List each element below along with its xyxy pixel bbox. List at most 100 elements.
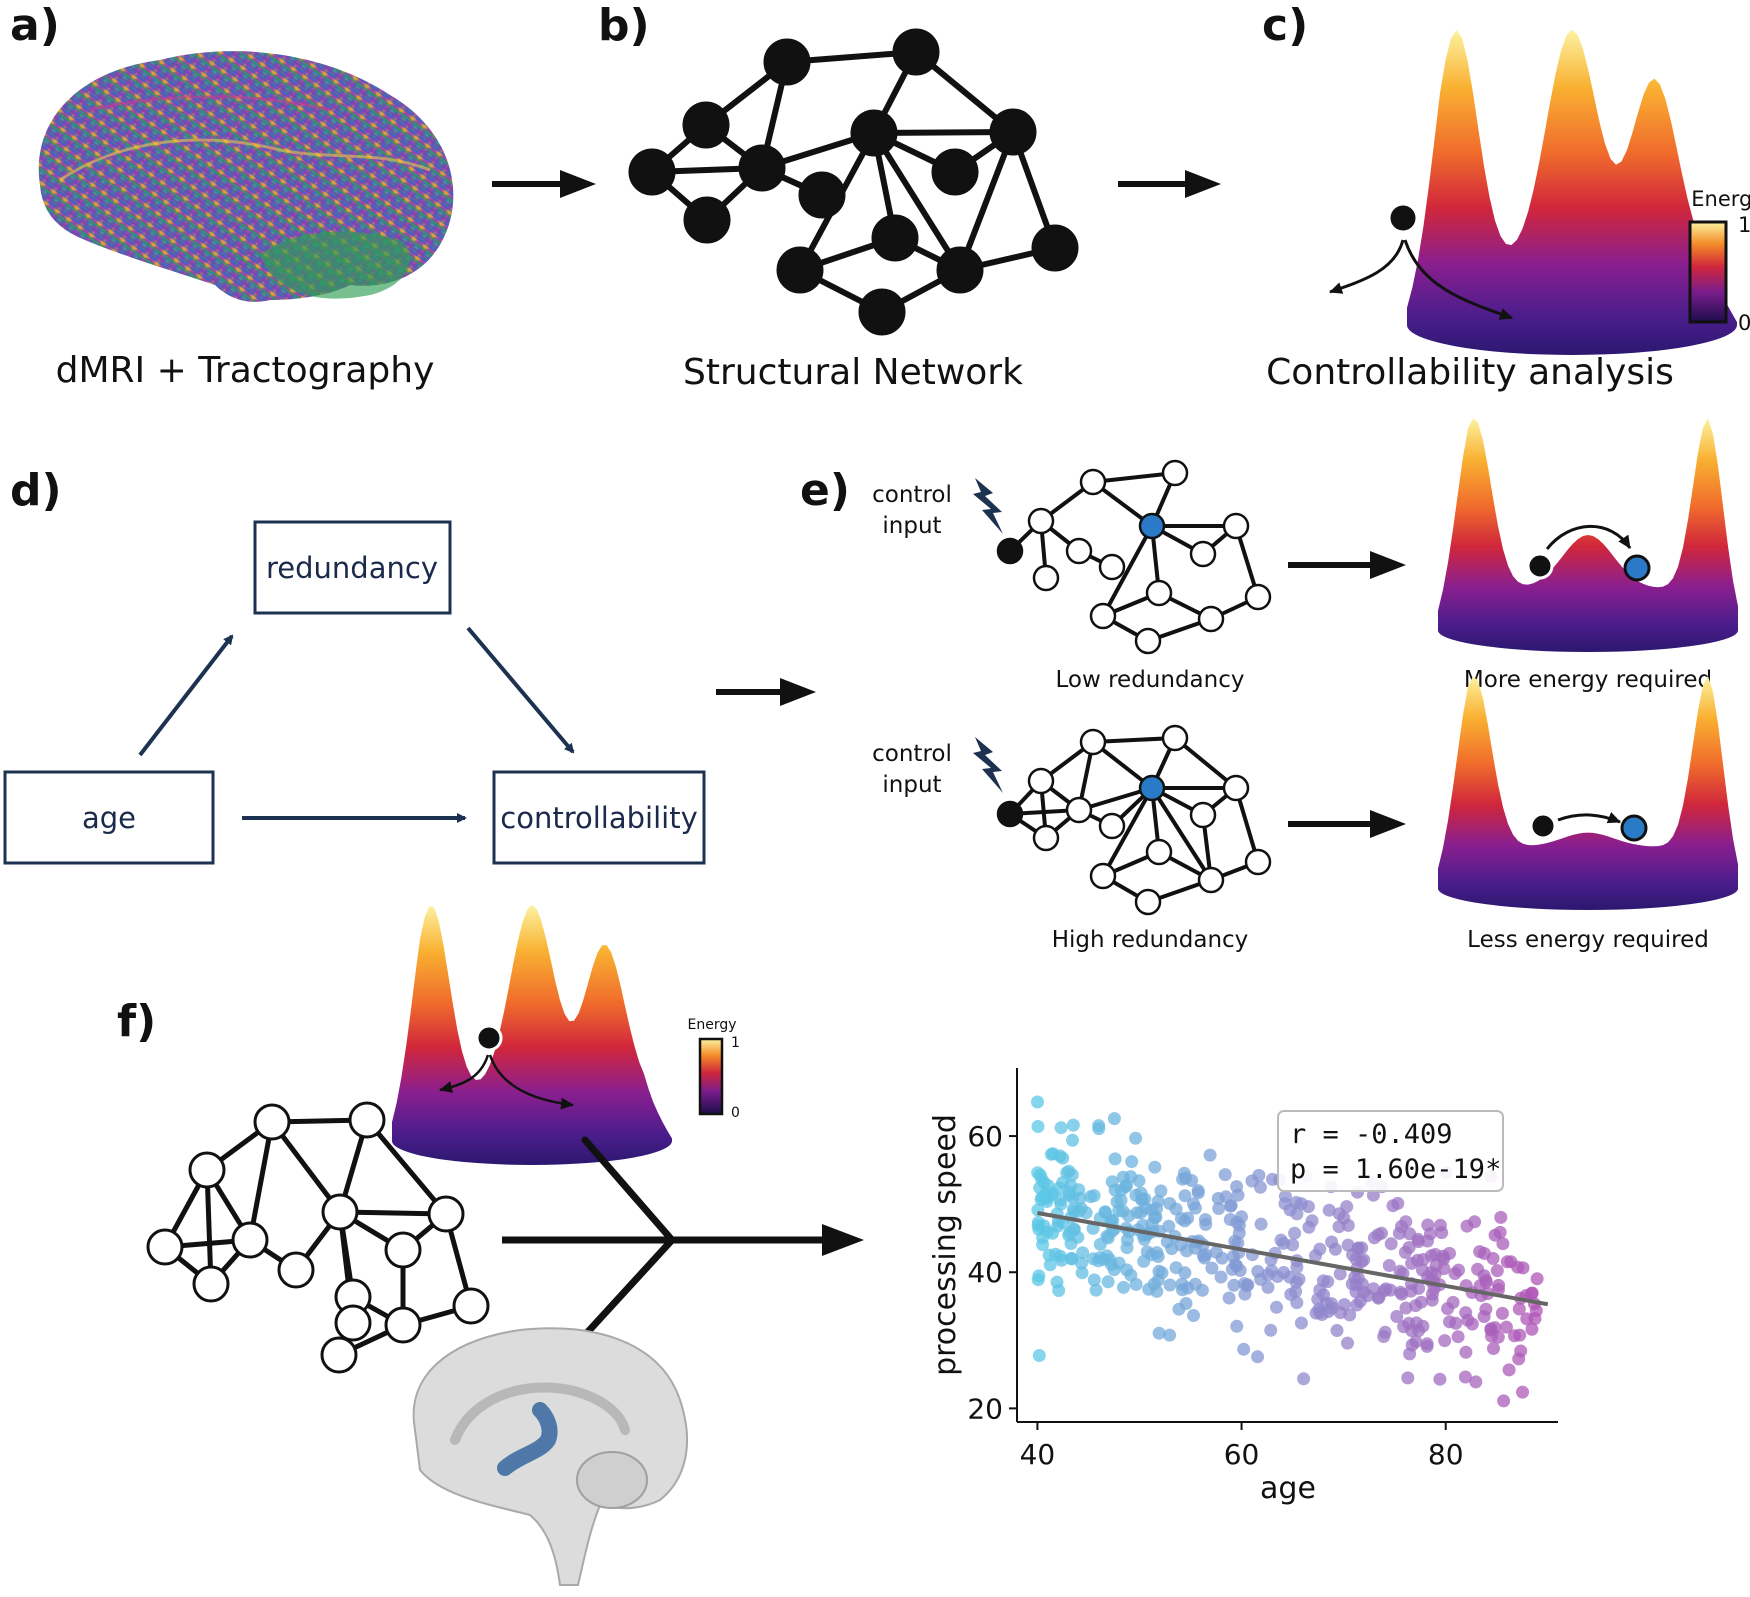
scatter-point bbox=[1459, 1345, 1473, 1359]
scatter-point bbox=[1490, 1264, 1504, 1278]
scatter-point bbox=[1270, 1300, 1283, 1314]
scatter-point bbox=[1053, 1149, 1067, 1163]
scatter-point bbox=[1428, 1248, 1442, 1261]
controllability-box-label: controllability bbox=[500, 801, 697, 835]
network-node bbox=[452, 1287, 490, 1325]
network-node bbox=[1145, 579, 1173, 607]
scatter-point bbox=[1117, 1280, 1130, 1294]
cerebellum-shape bbox=[260, 231, 410, 299]
scatter-point bbox=[1031, 1095, 1044, 1109]
scatter-point bbox=[1063, 1226, 1077, 1239]
scatter-point bbox=[1218, 1168, 1232, 1182]
age-box bbox=[3, 770, 215, 865]
network-node bbox=[1134, 888, 1162, 916]
scatter-point bbox=[1294, 1316, 1308, 1330]
scatter-point bbox=[1163, 1278, 1177, 1292]
scatter-point bbox=[1414, 1295, 1428, 1309]
network-node bbox=[188, 1151, 226, 1189]
scatter-point bbox=[1241, 1278, 1255, 1292]
network-edge bbox=[1092, 736, 1176, 744]
scatter-point bbox=[1319, 1296, 1333, 1310]
network-node bbox=[1079, 728, 1107, 756]
more-energy-caption: More energy required bbox=[1464, 667, 1712, 693]
scatter-point bbox=[1294, 1197, 1308, 1211]
scatter-point bbox=[1142, 1282, 1156, 1296]
stats-annotation-box bbox=[1277, 1110, 1504, 1192]
network-edge bbox=[1150, 786, 1213, 882]
scatter-point bbox=[1435, 1226, 1449, 1240]
scatter-point bbox=[1286, 1238, 1300, 1252]
scatter-point bbox=[1062, 1164, 1076, 1178]
scatter-point bbox=[1124, 1268, 1138, 1282]
scatter-point bbox=[1330, 1324, 1344, 1337]
y-axis-label: processing speed bbox=[928, 1114, 963, 1376]
network-node bbox=[996, 800, 1024, 828]
scatter-point bbox=[1199, 1217, 1213, 1231]
scatter-point bbox=[1191, 1186, 1205, 1200]
network-node bbox=[1138, 774, 1166, 802]
panel-b-label: b) bbox=[598, 0, 650, 51]
control-input-bottom-line1: control bbox=[872, 741, 952, 767]
network-node bbox=[1027, 507, 1055, 535]
network-node bbox=[1032, 564, 1060, 592]
scatter-point bbox=[1172, 1302, 1186, 1316]
scatter-point bbox=[1139, 1201, 1152, 1215]
network-node bbox=[850, 109, 898, 157]
network-node bbox=[931, 148, 979, 196]
more-energy-landscape bbox=[1438, 418, 1738, 652]
network-node bbox=[1027, 767, 1055, 795]
energy-landscape-f bbox=[392, 904, 672, 1165]
scatter-point bbox=[1251, 1264, 1265, 1278]
scatter-point bbox=[1152, 1264, 1166, 1278]
scatter-point bbox=[1031, 1120, 1045, 1133]
scatter-point bbox=[1390, 1310, 1404, 1323]
scatter-point bbox=[1114, 1193, 1128, 1207]
scatter-points-group bbox=[1031, 1095, 1544, 1408]
state-ball-start bbox=[1526, 552, 1554, 580]
network-node bbox=[1079, 468, 1107, 496]
scatter-point bbox=[1066, 1191, 1080, 1205]
y-tick-label: 60 bbox=[967, 1120, 1003, 1153]
stats-p-value: p = 1.60e-19* bbox=[1290, 1154, 1501, 1185]
network-node bbox=[277, 1251, 315, 1289]
scatter-point bbox=[1154, 1184, 1168, 1198]
scatter-point bbox=[1283, 1270, 1297, 1284]
scatter-point bbox=[1278, 1197, 1292, 1211]
arrow-e-top bbox=[1288, 551, 1406, 579]
network-node bbox=[683, 196, 731, 244]
scatter-point bbox=[1264, 1323, 1278, 1337]
scatter-point bbox=[1512, 1302, 1526, 1316]
x-tick-label: 80 bbox=[1428, 1438, 1464, 1471]
scatter-point bbox=[1465, 1317, 1479, 1331]
y-tick-label: 20 bbox=[967, 1392, 1003, 1425]
state-ball-start bbox=[1529, 812, 1557, 840]
x-tick-label: 60 bbox=[1224, 1438, 1260, 1471]
network-node bbox=[858, 288, 906, 336]
scatter-point bbox=[1494, 1210, 1508, 1224]
scatter-point bbox=[1116, 1170, 1130, 1184]
scatter-point bbox=[1477, 1310, 1491, 1323]
scatter-point bbox=[1054, 1121, 1068, 1135]
scatter-point bbox=[1525, 1322, 1539, 1336]
transition-arrow-left bbox=[439, 1054, 490, 1093]
network-node bbox=[253, 1103, 291, 1141]
brain-sagittal-illustration bbox=[412, 1327, 688, 1586]
network-node bbox=[989, 108, 1037, 156]
scatter-point bbox=[1163, 1328, 1177, 1342]
network-node bbox=[384, 1231, 422, 1269]
scatter-point bbox=[1313, 1283, 1327, 1297]
scatter-point bbox=[1520, 1312, 1534, 1326]
scatter-point bbox=[1351, 1241, 1365, 1255]
network-node bbox=[763, 38, 811, 86]
scatter-point bbox=[1401, 1371, 1415, 1385]
scatter-point bbox=[1290, 1207, 1304, 1221]
network-node bbox=[320, 1336, 358, 1374]
redundancy-box bbox=[253, 520, 452, 615]
arrow-a-to-b bbox=[492, 170, 596, 198]
scatter-point bbox=[1101, 1275, 1115, 1289]
network-node bbox=[936, 246, 984, 294]
landscape-surface bbox=[1407, 29, 1737, 355]
colorbar-f-min: 0 bbox=[731, 1105, 740, 1121]
scatter-point bbox=[1134, 1186, 1148, 1200]
state-ball-start bbox=[1387, 202, 1419, 234]
